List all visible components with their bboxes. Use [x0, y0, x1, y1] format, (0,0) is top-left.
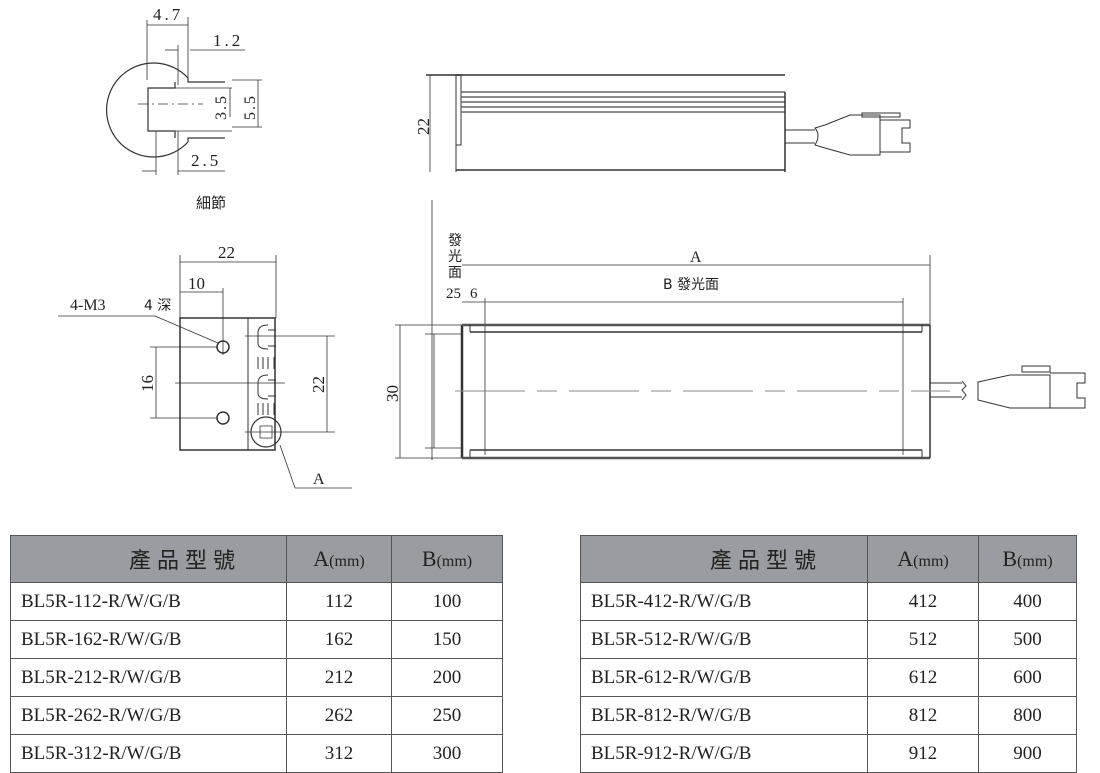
top-view: 發 光 面 A B 發光面 25 6 30 — [383, 200, 1086, 460]
b-cell: 500 — [978, 620, 1077, 659]
dim-side-22: 22 — [414, 118, 433, 135]
header-a: A(mm) — [286, 535, 392, 583]
header-b-unit: (mm) — [1017, 553, 1053, 570]
header-a-label: A — [313, 546, 330, 571]
header-a-label: A — [897, 546, 914, 571]
technical-drawing: 4.7 1.2 3.5 5.5 2.5 細節 — [58, 5, 1086, 489]
model-cell: BL5R-512-R/W/G/B — [580, 620, 868, 659]
header-a-unit: (mm) — [329, 553, 365, 570]
b-cell: 100 — [391, 582, 503, 621]
header-b-label: B — [1002, 546, 1018, 571]
dim-end-22-width: 22 — [218, 243, 235, 262]
a-cell: 162 — [286, 620, 392, 659]
dim-end-10: 10 — [188, 274, 205, 293]
model-cell: BL5R-812-R/W/G/B — [580, 696, 868, 735]
model-cell: BL5R-262-R/W/G/B — [10, 696, 287, 735]
emitting-label-3: 面 — [448, 265, 462, 281]
model-cell: BL5R-112-R/W/G/B — [10, 582, 287, 621]
b-cell: 600 — [978, 658, 1077, 697]
dim-30: 30 — [383, 385, 402, 402]
dim-6: 6 — [470, 286, 478, 302]
dim-1-2: 1.2 — [213, 31, 243, 50]
a-cell: 262 — [286, 696, 392, 735]
model-cell: BL5R-212-R/W/G/B — [10, 658, 287, 697]
dim-b-emitting: B 發光面 — [663, 277, 719, 293]
header-model: 產品型號 — [580, 535, 868, 583]
b-cell: 150 — [391, 620, 503, 659]
dim-end-22-height: 22 — [309, 376, 328, 393]
header-b: B(mm) — [978, 535, 1077, 583]
b-cell: 250 — [391, 696, 503, 735]
model-cell: BL5R-162-R/W/G/B — [10, 620, 287, 659]
side-view: 22 — [414, 74, 911, 172]
a-cell: 312 — [286, 734, 392, 773]
model-cell: BL5R-412-R/W/G/B — [580, 582, 868, 621]
emitting-label-1: 發 — [448, 233, 462, 249]
hole-callout: 4-M3 — [70, 297, 106, 314]
a-cell: 912 — [867, 734, 979, 773]
a-cell: 412 — [867, 582, 979, 621]
b-cell: 800 — [978, 696, 1077, 735]
header-b: B(mm) — [391, 535, 503, 583]
a-cell: 212 — [286, 658, 392, 697]
detail-caption: 細節 — [196, 194, 226, 212]
header-a-unit: (mm) — [913, 553, 949, 570]
model-cell: BL5R-312-R/W/G/B — [10, 734, 287, 773]
dim-4-7: 4.7 — [153, 5, 183, 24]
model-cell: BL5R-612-R/W/G/B — [580, 658, 868, 697]
b-cell: 200 — [391, 658, 503, 697]
header-a: A(mm) — [867, 535, 979, 583]
detail-ref-a: A — [313, 471, 325, 488]
b-cell: 400 — [978, 582, 1077, 621]
header-model: 產品型號 — [10, 535, 287, 583]
dim-a: A — [690, 249, 702, 266]
header-b-unit: (mm) — [436, 553, 473, 570]
header-b-label: B — [421, 546, 437, 571]
b-cell: 300 — [391, 734, 503, 773]
a-cell: 112 — [286, 582, 392, 621]
emitting-label-2: 光 — [448, 249, 462, 265]
a-cell: 512 — [867, 620, 979, 659]
model-cell: BL5R-912-R/W/G/B — [580, 734, 868, 773]
a-cell: 612 — [867, 658, 979, 697]
depth-callout: 4 深 — [144, 298, 171, 314]
dim-2-5: 2.5 — [191, 151, 221, 170]
dim-25: 25 — [446, 286, 461, 302]
detail-view: 4.7 1.2 3.5 5.5 2.5 細節 — [105, 5, 262, 212]
dim-end-16: 16 — [138, 375, 157, 392]
dim-5-5: 5.5 — [242, 94, 259, 120]
a-cell: 812 — [867, 696, 979, 735]
b-cell: 900 — [978, 734, 1077, 773]
dim-3-5: 3.5 — [213, 94, 230, 120]
end-view: 22 10 4-M3 4 深 16 22 A — [58, 243, 352, 489]
